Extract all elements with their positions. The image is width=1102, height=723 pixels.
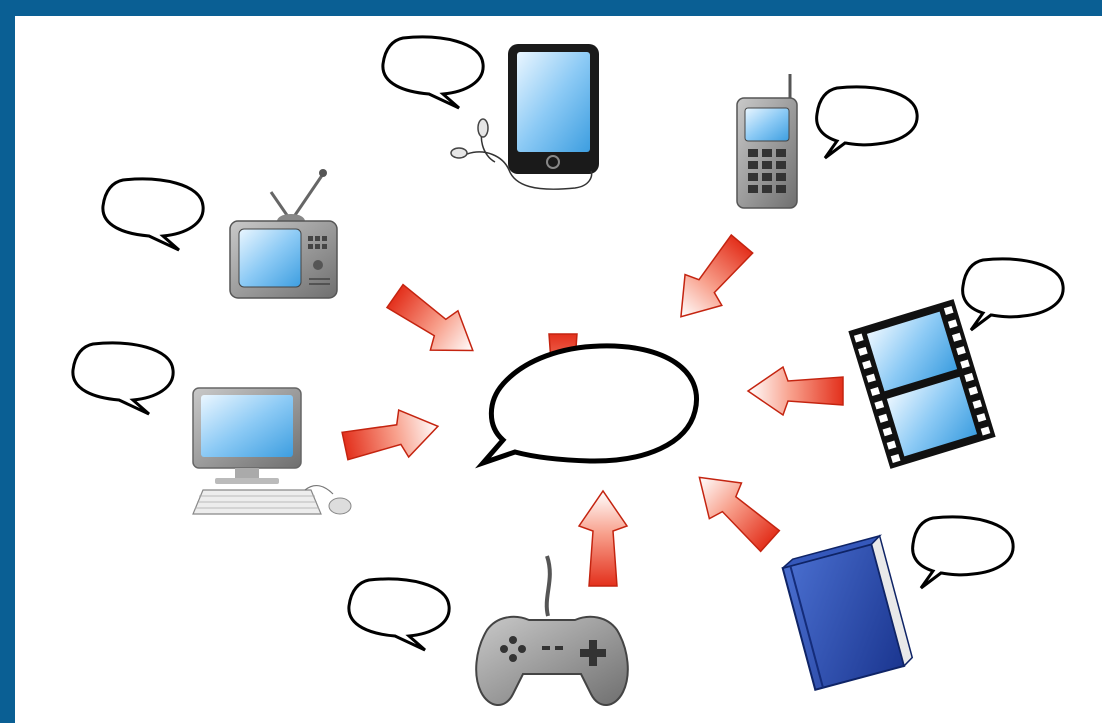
central-speech-bubble — [474, 343, 699, 469]
gamepad-speech-bubble — [347, 577, 451, 652]
arrow-from-phone — [661, 227, 762, 333]
arrow-from-film — [747, 366, 844, 416]
arrow-from-computer — [339, 402, 444, 471]
arrow-from-gamepad — [578, 490, 628, 587]
mobile-phone-icon — [736, 74, 798, 209]
tv-speech-bubble — [101, 177, 205, 252]
gamepad-icon — [475, 555, 629, 706]
book-icon — [781, 534, 914, 691]
tv-icon — [229, 169, 338, 299]
tablet-with-earphones-icon — [450, 44, 599, 190]
diagram-canvas — [15, 16, 1102, 723]
phone-speech-bubble — [815, 85, 919, 160]
arrow-from-tv — [380, 275, 488, 371]
arrow-from-book — [682, 458, 787, 560]
tablet-speech-bubble — [381, 35, 485, 110]
media-influence-diagram — [71, 35, 1065, 706]
film-speech-bubble — [961, 257, 1065, 332]
film-strip-icon — [848, 299, 996, 469]
book-speech-bubble — [911, 515, 1015, 590]
desktop-computer-icon — [192, 387, 352, 515]
computer-speech-bubble — [71, 341, 175, 416]
